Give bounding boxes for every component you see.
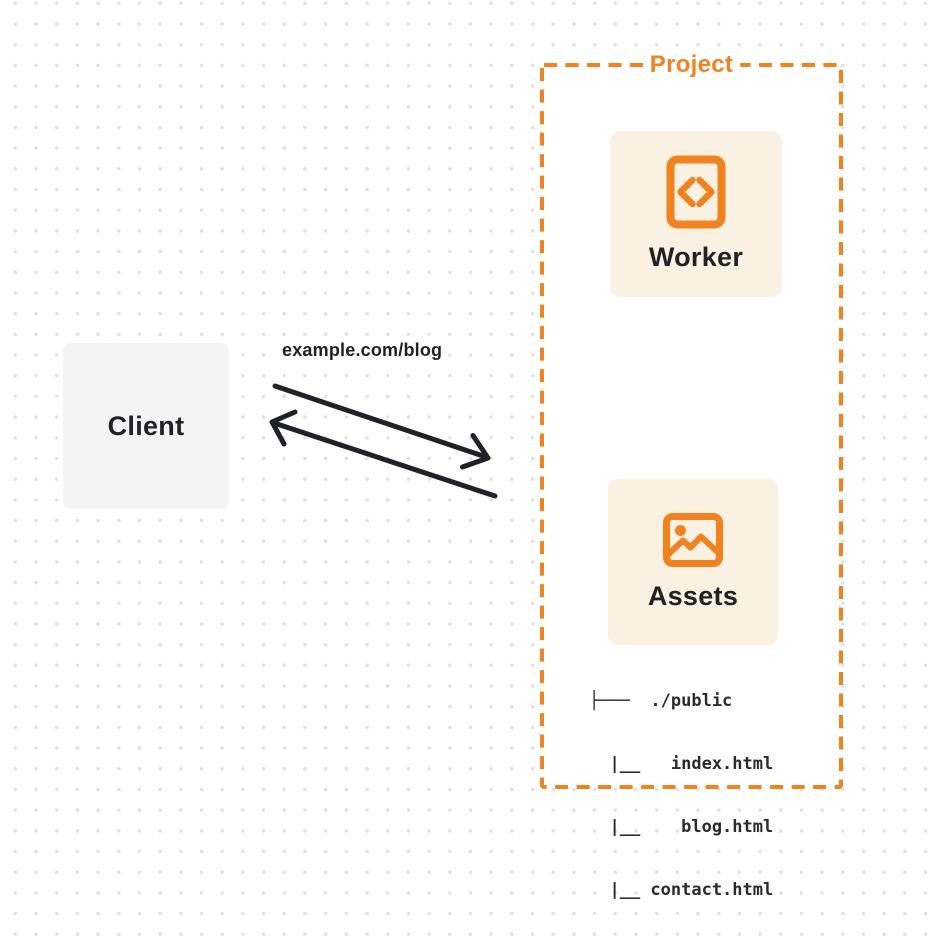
worker-card: Worker	[610, 131, 782, 297]
project-box: Project Worker Assets ├─── ./public |__ …	[540, 51, 843, 900]
file-tree-line-index: |__ index.html	[589, 754, 774, 774]
request-url-label: example.com/blog	[282, 340, 443, 360]
image-icon	[663, 513, 723, 567]
client-label: Client	[107, 410, 185, 441]
code-brackets-icon	[666, 155, 726, 229]
worker-label: Worker	[648, 242, 744, 272]
request-arrow-icon	[272, 383, 491, 470]
file-tree-line-contact: |__ contact.html	[589, 880, 774, 900]
file-tree-line-blog: |__ blog.html	[589, 817, 774, 837]
response-arrow-icon	[269, 409, 498, 499]
client-box: Client	[63, 343, 229, 509]
project-label: Project	[642, 51, 741, 78]
diagram-canvas: { "diagram": { "background": { "dot_colo…	[0, 0, 938, 900]
assets-card: Assets	[608, 479, 778, 645]
assets-label: Assets	[647, 581, 739, 611]
file-tree-line-public: ├─── ./public	[589, 691, 733, 711]
file-tree: ├─── ./public |__ index.html |__ blog.ht…	[589, 649, 773, 943]
